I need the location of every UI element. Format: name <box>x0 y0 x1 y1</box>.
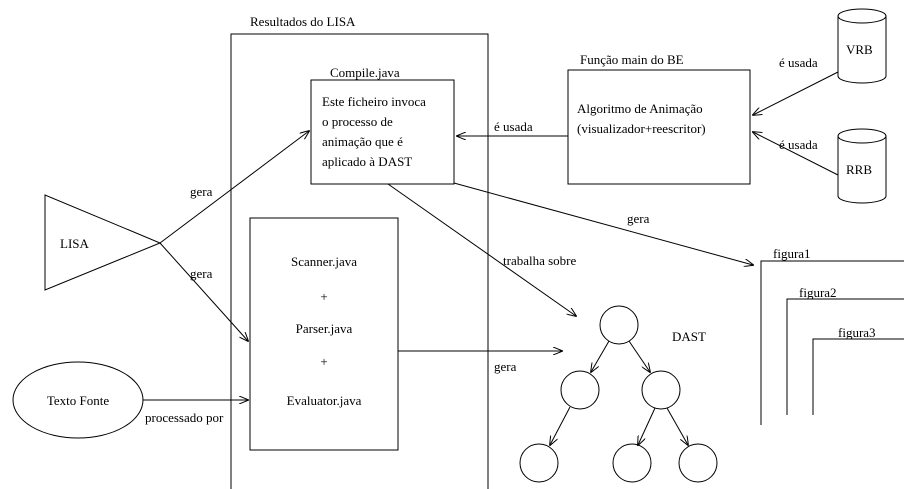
lisa-results-title: Resultados do LISA <box>250 14 356 29</box>
compile-line-2: o processo de <box>322 114 393 129</box>
figure-3-label: figura3 <box>838 325 876 340</box>
dast-node-root <box>599 305 639 345</box>
scanner-label: Scanner.java <box>291 254 357 269</box>
main-be-box <box>567 69 751 185</box>
dast-node-right-child-2 <box>678 443 718 483</box>
figure-1-label: figura1 <box>773 246 811 261</box>
dast-node-right-child-1 <box>612 443 652 483</box>
parser-label: Parser.java <box>296 321 353 336</box>
edge-lisa-to-generated <box>159 242 248 341</box>
rrb-label: RRB <box>846 162 872 177</box>
dast-label: DAST <box>672 329 706 344</box>
lisa-triangle <box>44 194 162 291</box>
vrb-label: VRB <box>846 42 873 57</box>
edge-lisa-gera-generated-label: gera <box>190 266 213 281</box>
evaluator-label: Evaluator.java <box>287 393 362 408</box>
edge-main-usada-label: é usada <box>494 119 533 134</box>
generated-files-box <box>249 217 399 451</box>
main-be-title: Função main do BE <box>580 52 684 67</box>
main-be-line-2: (visualizador+reescritor) <box>577 121 706 136</box>
vrb-database: VRB <box>837 8 887 84</box>
edge-rrb-to-main <box>753 132 839 176</box>
rrb-database: RRB <box>837 128 887 204</box>
lisa-label: LISA <box>60 236 90 251</box>
figures-stack: figura1 figura2 figura3 <box>760 246 904 425</box>
plus-2: + <box>320 354 327 369</box>
compile-title: Compile.java <box>330 65 400 80</box>
compile-line-4: aplicado à DAST <box>322 154 412 169</box>
dast-node-right <box>641 370 681 410</box>
edge-compile-gera-label: gera <box>627 211 650 226</box>
edge-compile-to-figures <box>453 182 753 265</box>
compile-box <box>310 79 455 185</box>
figure-3-frame <box>812 338 904 415</box>
edge-vrb-to-main <box>753 71 839 115</box>
dast-tree <box>519 305 718 483</box>
figure-1-frame <box>760 260 904 425</box>
edge-trabalha-sobre-label: trabalha sobre <box>503 253 577 268</box>
edge-lisa-to-compile <box>159 131 309 244</box>
main-be-line-1: Algoritmo de Animação <box>577 101 703 116</box>
plus-1: + <box>320 289 327 304</box>
figure-2-frame <box>786 298 904 415</box>
dast-node-left <box>560 370 600 410</box>
edge-rrb-usada-label: é usada <box>779 137 818 152</box>
dast-node-left-child <box>519 443 559 483</box>
lisa-results-box <box>230 33 489 489</box>
texto-fonte-label: Texto Fonte <box>47 393 110 408</box>
edge-generated-gera-label: gera <box>494 359 517 374</box>
edge-vrb-usada-label: é usada <box>779 55 818 70</box>
compile-line-1: Este ficheiro invoca <box>322 94 426 109</box>
compile-line-3: animação que é <box>322 134 403 149</box>
edge-processado-por-label: processado por <box>145 410 224 425</box>
edge-compile-to-dast <box>387 183 576 316</box>
edge-lisa-gera-compile-label: gera <box>190 184 213 199</box>
figure-2-label: figura2 <box>799 285 837 300</box>
